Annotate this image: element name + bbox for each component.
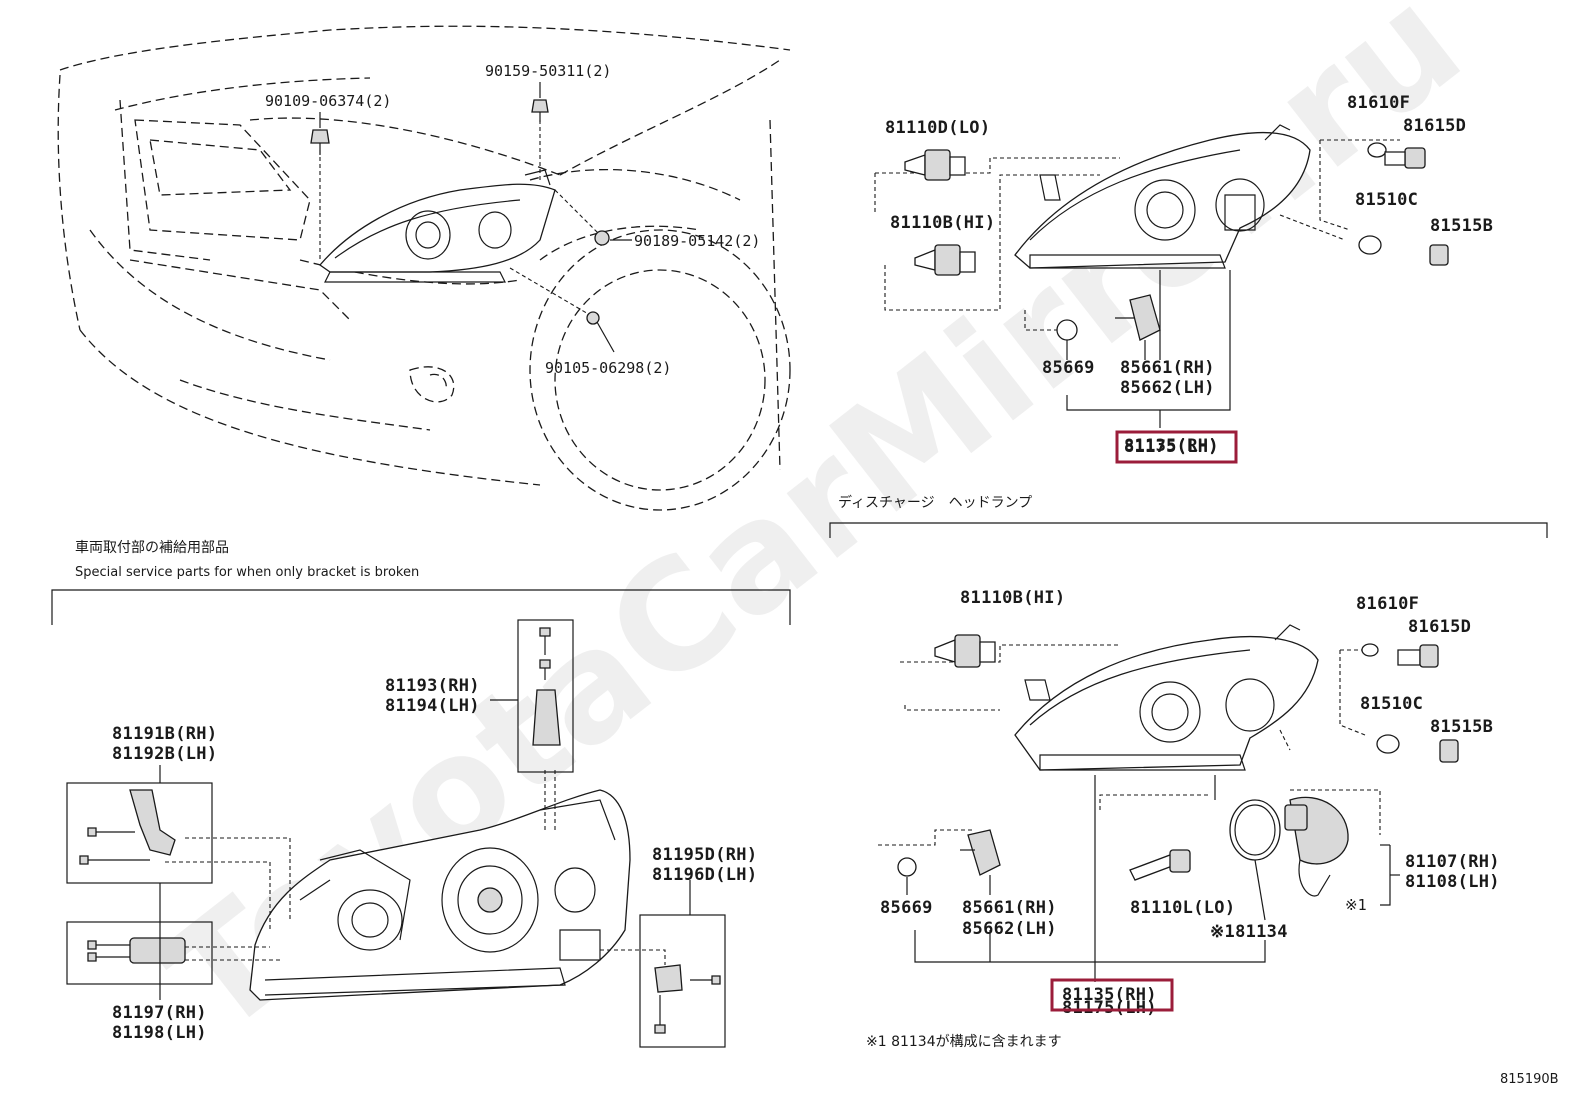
assembly-highlight-box	[1115, 430, 1238, 464]
label-81195d: 81195D(RH)	[652, 845, 757, 865]
bracket-title-jp: 車両取付部の補給用部品	[75, 539, 229, 556]
d-label-81510c: 81510C	[1360, 694, 1423, 714]
assembly-mask	[1114, 436, 1229, 439]
label-90109-06374: 90109-06374(2)	[265, 92, 391, 110]
assembly-rh-label: 81135(RH)	[1124, 436, 1219, 456]
assembly-lh-label: 81175(LH)	[1124, 437, 1219, 457]
d-assembly-highlight-box	[1050, 978, 1174, 1012]
discharge-footnote: ※1 81134が構成に含まれます	[866, 1034, 1062, 1050]
d-assembly-rh-label: 81135(RH)	[1062, 985, 1157, 1005]
label-85662: 85662(LH)	[1120, 378, 1215, 398]
label-81193: 81193(RH)	[385, 676, 480, 696]
d-label-81107: 81107(RH)	[1405, 852, 1500, 872]
vehicle-front-illustration	[57, 25, 791, 511]
d-label-81610f: 81610F	[1356, 594, 1419, 614]
d-note-mark: ※1	[1345, 896, 1367, 914]
d-label-85662: 85662(LH)	[962, 919, 1057, 939]
diagram-code: 815190B	[1500, 1072, 1559, 1087]
discharge-section-title: ディスチャージ ヘッドランプ	[838, 494, 1032, 511]
label-81192b: 81192B(LH)	[112, 744, 217, 764]
d-label-81110l: 81110L(LO)	[1130, 898, 1235, 918]
label-90189-05142: 90189-05142(2)	[634, 232, 760, 250]
label-85661: 85661(RH)	[1120, 358, 1215, 378]
bracket-section-line	[51, 589, 791, 625]
d-assembly-lh-label: 81175(LH)	[1062, 998, 1157, 1018]
label-81510c: 81510C	[1355, 190, 1418, 210]
label-81110b: 81110B(HI)	[890, 213, 995, 233]
label-81515b: 81515B	[1430, 216, 1493, 236]
label-85669: 85669	[1042, 358, 1095, 378]
d-assembly-mask	[1052, 997, 1167, 1000]
label-90105-06298: 90105-06298(2)	[545, 359, 671, 377]
d-label-81615d: 81615D	[1408, 617, 1471, 637]
d-label-85669: 85669	[880, 898, 933, 918]
bracket-title-en: Special service parts for when only brac…	[75, 565, 419, 580]
halogen-headlamp-group	[874, 124, 1449, 428]
d-label-81134: ※181134	[1210, 922, 1288, 942]
label-81615d: 81615D	[1403, 116, 1466, 136]
label-81196d: 81196D(LH)	[652, 865, 757, 885]
label-81191b: 81191B(RH)	[112, 724, 217, 744]
label-81197: 81197(RH)	[112, 1003, 207, 1023]
discharge-bracket-line	[829, 522, 1548, 538]
label-90159-50311: 90159-50311(2)	[485, 62, 611, 80]
label-81194: 81194(LH)	[385, 696, 480, 716]
bracket-parts-group	[66, 619, 726, 1048]
d-label-81108: 81108(LH)	[1405, 872, 1500, 892]
d-label-85661: 85661(RH)	[962, 898, 1057, 918]
label-81198: 81198(LH)	[112, 1023, 207, 1043]
d-label-81515b: 81515B	[1430, 717, 1493, 737]
label-81110d: 81110D(LO)	[885, 118, 990, 138]
label-81610f: 81610F	[1347, 93, 1410, 113]
discharge-headlamp-group	[878, 624, 1459, 982]
d-label-81110b: 81110B(HI)	[960, 588, 1065, 608]
